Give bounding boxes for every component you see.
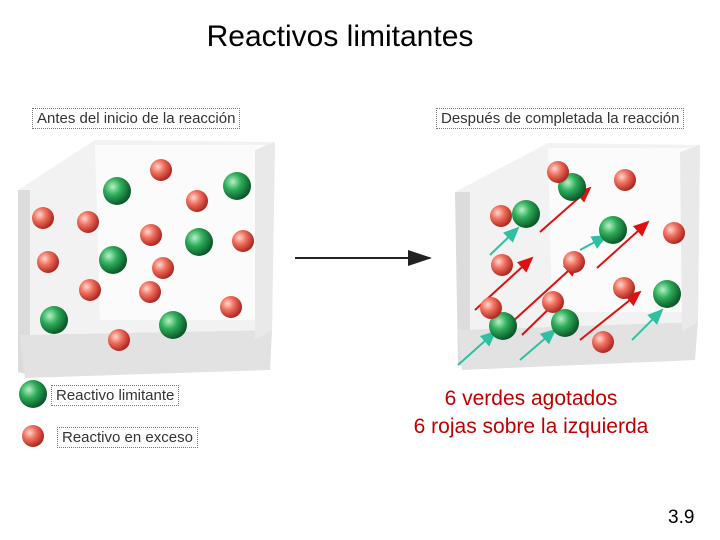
- red-particle: [663, 222, 685, 244]
- legend-red-icon: [22, 425, 44, 447]
- red-particle: [37, 251, 59, 273]
- red-particle: [152, 257, 174, 279]
- red-particle: [563, 251, 585, 273]
- green-particle: [185, 228, 213, 256]
- green-particle: [489, 312, 517, 340]
- before-cube-inner: [95, 145, 265, 320]
- before-cube-floor: [20, 330, 272, 378]
- red-particle: [613, 277, 635, 299]
- green-particle: [40, 306, 68, 334]
- green-particle: [99, 246, 127, 274]
- after-cube-left-face: [455, 192, 470, 368]
- red-particle: [592, 331, 614, 353]
- red-particle: [108, 329, 130, 351]
- page-title: Reactivos limitantes: [206, 20, 474, 53]
- before-cube-right-face: [255, 142, 275, 340]
- teal-arrow: [631, 308, 664, 341]
- before-cube-left-face: [18, 190, 30, 375]
- green-particle: [512, 200, 540, 228]
- after-container: [455, 143, 700, 370]
- red-particle: [480, 297, 502, 319]
- teal-arrow: [579, 235, 608, 251]
- result-line-1: 6 verdes agotados: [444, 387, 618, 410]
- red-particle: [150, 159, 172, 181]
- before-container: [18, 140, 275, 378]
- red-particle: [542, 291, 564, 313]
- red-particle: [547, 161, 569, 183]
- result-line-2: 6 rojas sobre la izquierda: [413, 415, 649, 438]
- green-particle: [599, 216, 627, 244]
- red-particle: [32, 207, 54, 229]
- red-particle: [140, 224, 162, 246]
- green-particle: [159, 311, 187, 339]
- teal-arrow: [489, 226, 520, 256]
- legend-excess-label: Reactivo en exceso: [57, 427, 198, 448]
- teal-arrow: [457, 330, 497, 366]
- slide-number: 3.9: [668, 507, 695, 528]
- red-particle: [490, 205, 512, 227]
- green-particle: [551, 309, 579, 337]
- legend-limiting-label: Reactivo limitante: [51, 385, 180, 406]
- red-particle: [491, 254, 513, 276]
- teal-arrow: [519, 328, 557, 361]
- green-particle: [103, 177, 131, 205]
- after-label: Después de completada la reacción: [436, 108, 685, 129]
- before-label: Antes del inicio de la reacción: [32, 108, 241, 129]
- red-particle: [220, 296, 242, 318]
- legend-green-icon: [19, 380, 47, 408]
- after-cube-right-face: [680, 145, 700, 332]
- red-particle: [139, 281, 161, 303]
- red-particle: [186, 190, 208, 212]
- green-particle: [223, 172, 251, 200]
- red-arrow: [579, 290, 642, 341]
- red-particle: [232, 230, 254, 252]
- red-particle: [79, 279, 101, 301]
- red-particle: [77, 211, 99, 233]
- red-arrow: [596, 220, 650, 269]
- red-particle: [614, 169, 636, 191]
- green-particle: [653, 280, 681, 308]
